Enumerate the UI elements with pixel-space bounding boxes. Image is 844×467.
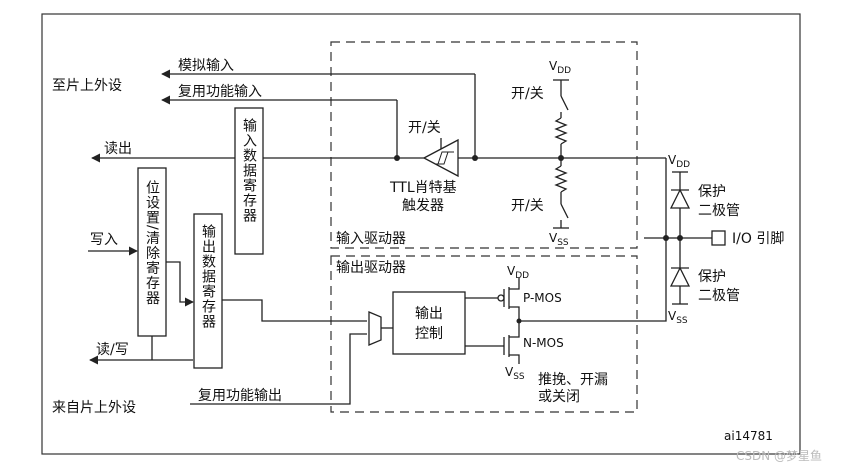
vdd-diode-label: VDD bbox=[668, 153, 690, 170]
input-driver-region bbox=[330, 41, 638, 249]
bsrr-to-odr-wire bbox=[166, 261, 194, 307]
junction-dot bbox=[663, 235, 669, 241]
mos-output-wire bbox=[519, 158, 667, 322]
upper-diode-label-2: 二极管 bbox=[698, 203, 740, 219]
vss-nmos-label: VSS bbox=[505, 365, 525, 382]
alt-func-output-wire bbox=[190, 333, 367, 405]
pulldown-switch-label: 开/关 bbox=[511, 198, 544, 214]
pulldown-switch bbox=[560, 203, 569, 219]
outer-frame bbox=[41, 13, 801, 455]
io-pin-box bbox=[711, 230, 726, 246]
io-pin-label: I/O 引脚 bbox=[732, 231, 784, 247]
bit-set-reset-register-label: 位设置/清除寄存器 bbox=[144, 180, 160, 306]
pullup-resistor bbox=[554, 117, 568, 145]
schmitt-label-2: 触发器 bbox=[402, 198, 444, 214]
schmitt-switch-label: 开/关 bbox=[408, 120, 441, 136]
vdd-top-label: VDD bbox=[549, 59, 571, 76]
nmos-label: N-MOS bbox=[523, 336, 564, 350]
alt-func-input-label: 复用功能输入 bbox=[178, 83, 262, 100]
odr-to-mux-wire bbox=[222, 299, 367, 322]
output-control-label-1: 输出 bbox=[415, 306, 443, 322]
bit-set-reset-register bbox=[137, 167, 167, 337]
input-data-register bbox=[234, 107, 264, 255]
junction-dot bbox=[394, 155, 400, 161]
vss-diode-label: VSS bbox=[668, 309, 688, 326]
lower-diode-label-1: 保护 bbox=[698, 269, 726, 285]
input-data-register-label: 输入数据寄存器 bbox=[241, 118, 257, 223]
pmos-drain bbox=[509, 306, 520, 330]
mode-label-2: 或关闭 bbox=[538, 389, 580, 405]
output-data-register-label: 输出数据寄存器 bbox=[200, 224, 216, 329]
junction-dot bbox=[472, 155, 478, 161]
nmos-source bbox=[509, 354, 520, 364]
from-peripheral-label: 来自片上外设 bbox=[52, 400, 136, 416]
vdd-pmos-label: VDD bbox=[507, 264, 529, 281]
upper-diode-label-1: 保护 bbox=[698, 184, 726, 200]
upper-protection-diode bbox=[669, 188, 691, 209]
output-mux bbox=[368, 311, 382, 346]
output-data-register bbox=[193, 213, 223, 369]
schmitt-hysteresis-icon bbox=[437, 151, 454, 165]
pullup-switch-label: 开/关 bbox=[511, 86, 544, 102]
nmos-drain bbox=[509, 330, 520, 338]
pmos-gate-bubble bbox=[497, 294, 505, 302]
output-control-box bbox=[392, 291, 466, 355]
read-label: 读出 bbox=[104, 140, 132, 157]
write-label: 写入 bbox=[90, 232, 118, 248]
figure-id: ai14781 bbox=[724, 429, 773, 443]
schmitt-label-1: TTL肖特基 bbox=[389, 179, 457, 196]
pmos-label: P-MOS bbox=[523, 291, 562, 305]
output-driver-region bbox=[330, 255, 638, 413]
lower-diode-label-2: 二极管 bbox=[698, 288, 740, 304]
output-driver-label: 输出驱动器 bbox=[336, 260, 406, 276]
mode-label-1: 推挽、开漏 bbox=[538, 372, 608, 388]
pmos-source bbox=[509, 278, 520, 290]
read-write-label: 读/写 bbox=[96, 341, 129, 358]
analog-input-label: 模拟输入 bbox=[178, 58, 234, 74]
to-peripheral-label: 至片上外设 bbox=[52, 78, 122, 94]
vss-bottom-label: VSS bbox=[549, 231, 569, 248]
watermark: CSDN @梦星鱼 bbox=[736, 449, 822, 463]
pullup-switch bbox=[560, 95, 569, 111]
lower-protection-diode bbox=[669, 266, 691, 287]
alt-func-output-label: 复用功能输出 bbox=[198, 387, 282, 404]
input-driver-label: 输入驱动器 bbox=[336, 231, 406, 247]
output-control-label-2: 控制 bbox=[415, 326, 443, 342]
pulldown-resistor bbox=[554, 165, 568, 193]
